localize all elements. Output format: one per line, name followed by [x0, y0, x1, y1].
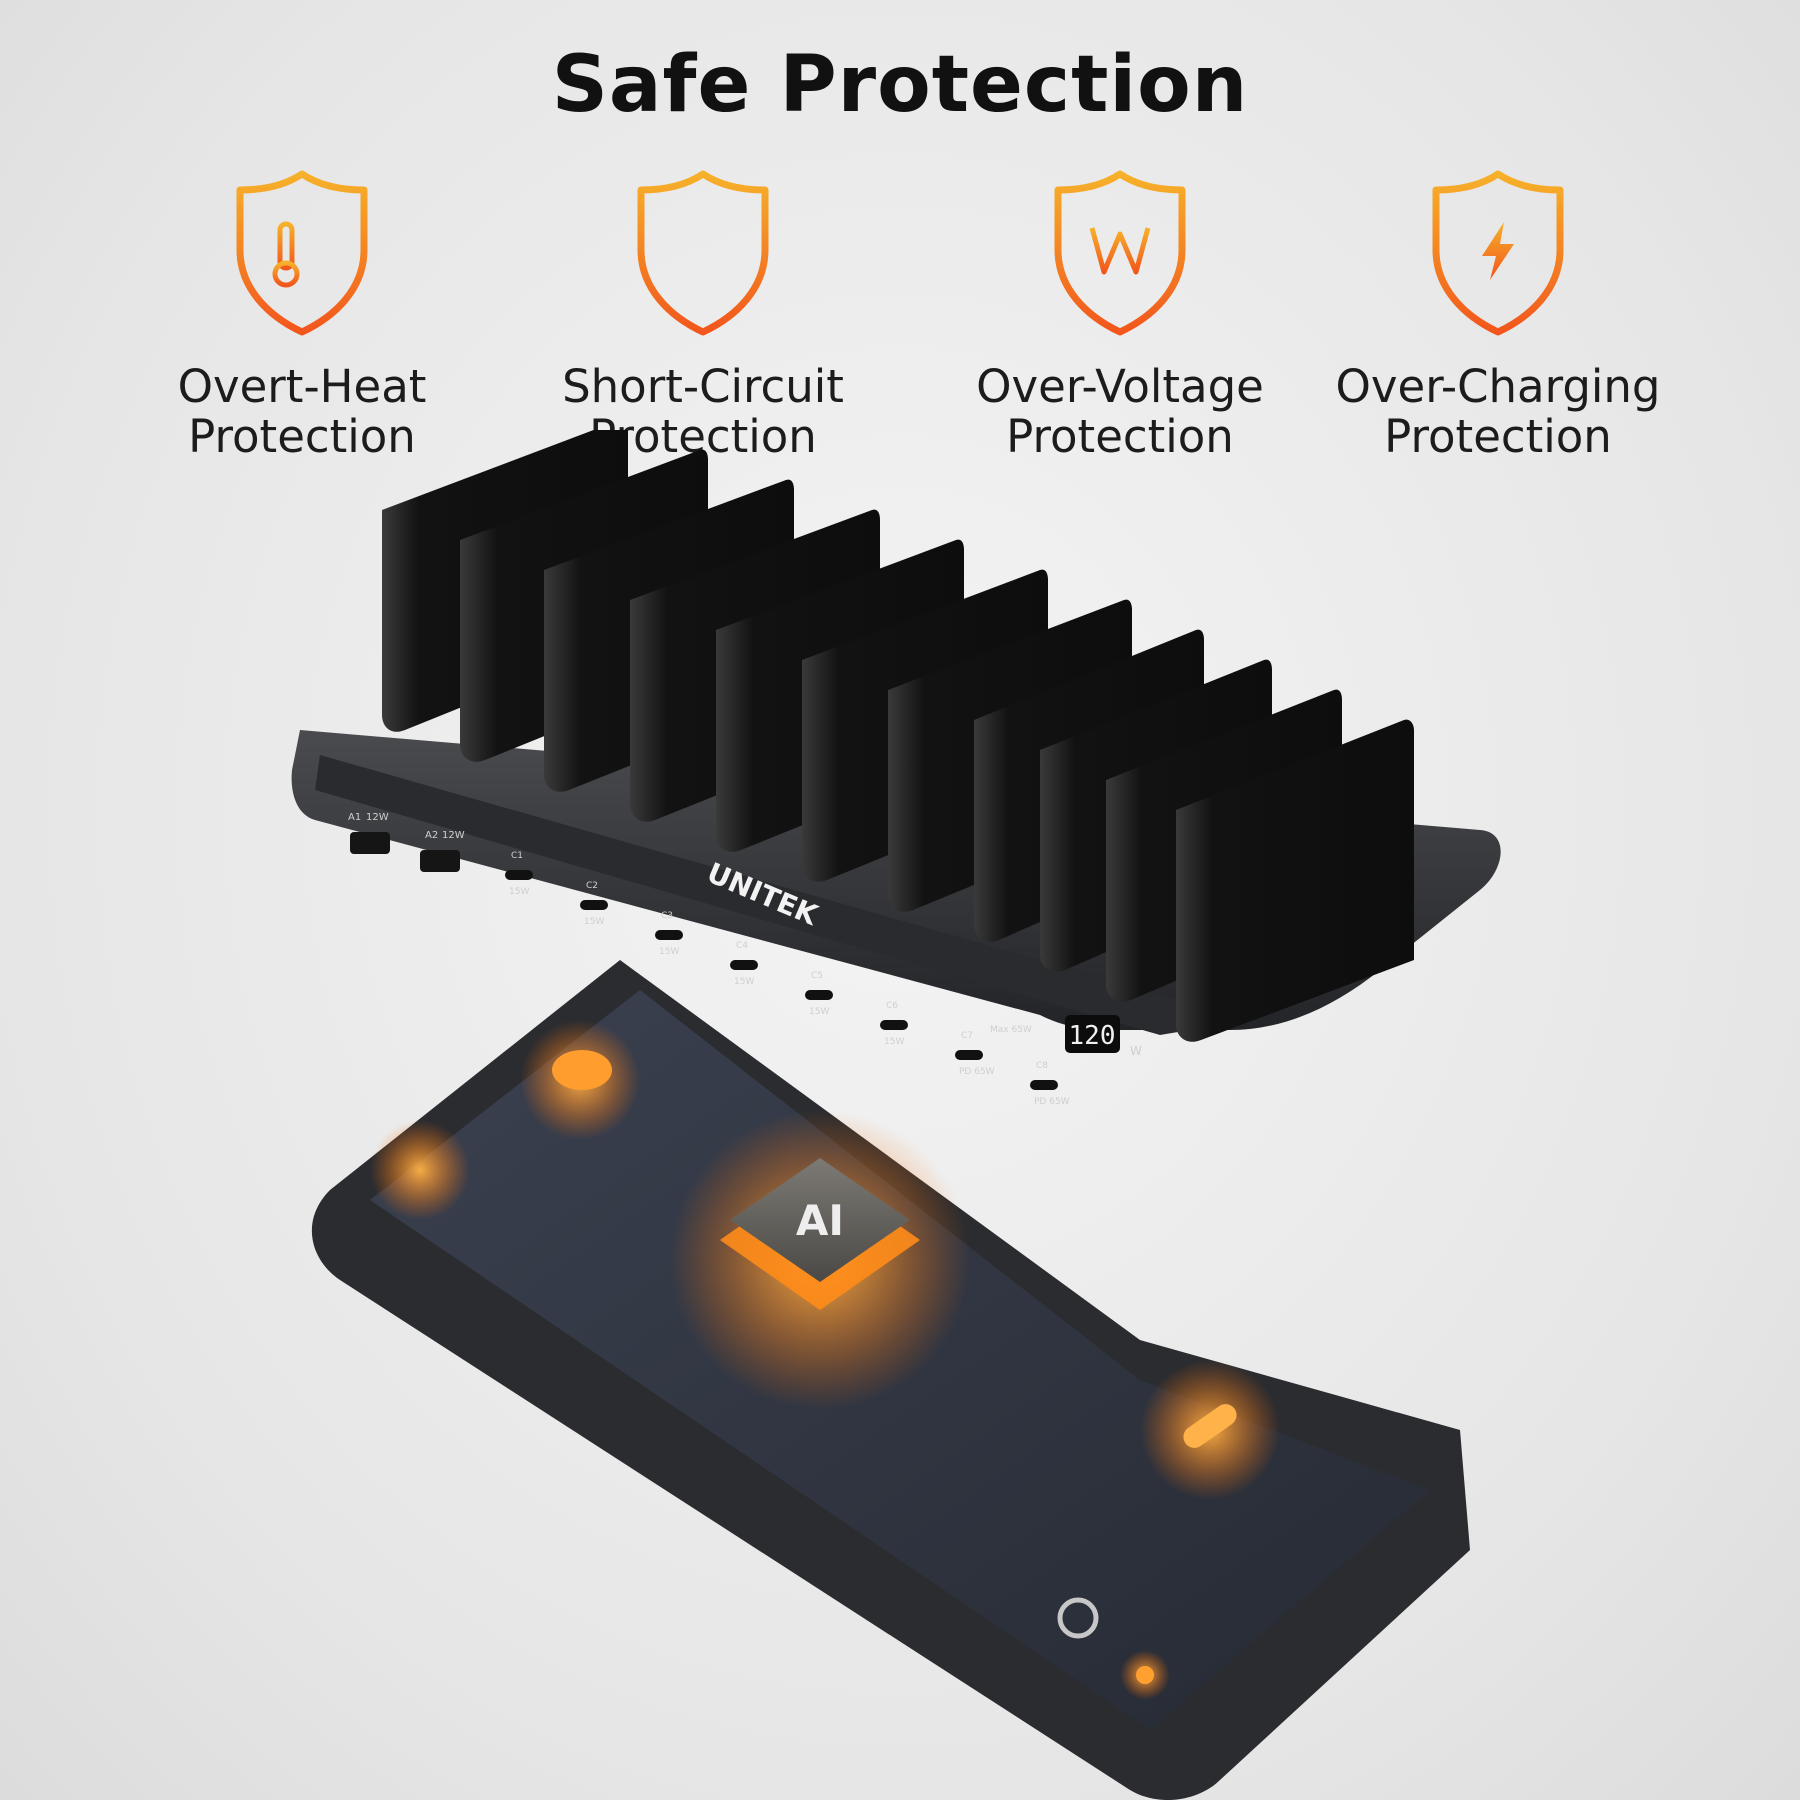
usb-c-port-c3[interactable]: C3 15W — [655, 911, 683, 957]
port-a1-power: 12W — [366, 812, 389, 823]
usb-c-port-slot[interactable] — [805, 990, 833, 1000]
usb-c-port-slot[interactable] — [955, 1050, 983, 1060]
power-display — [1065, 1015, 1120, 1053]
port-power: PD 65W — [1034, 1097, 1070, 1107]
feature-overheat: Overt-Heat Protection — [112, 168, 492, 462]
port-name: C3 — [661, 911, 673, 921]
lightning-bolt-icon — [1432, 170, 1564, 336]
port-power: 15W — [509, 887, 529, 897]
display-value: 120 — [1069, 1021, 1116, 1051]
port-a1-name: A1 — [348, 812, 361, 823]
port-name: C7 — [961, 1031, 973, 1041]
feature-over-voltage: Over-Voltage Protection — [930, 168, 1310, 462]
charging-station-illustration: AI A1 12W A2 12W UNITEK 120 — [291, 430, 1501, 1800]
usb-c-port-slot[interactable] — [655, 930, 683, 940]
port-power: 15W — [884, 1037, 904, 1047]
usb-c-port-c6[interactable]: C6 15W — [880, 1001, 908, 1047]
port-name: C6 — [886, 1001, 898, 1011]
feature-label-line2: Protection — [188, 410, 416, 463]
usb-c-port-c1[interactable]: C1 15W — [505, 851, 533, 897]
usb-c-port-c5[interactable]: C5 15W — [805, 971, 833, 1017]
usb-c-port-c8[interactable]: C8 PD 65W — [1030, 1061, 1070, 1107]
usb-a-port[interactable] — [420, 850, 460, 872]
phone-slots — [382, 430, 1414, 1042]
max-power-label: Max 65W — [990, 1025, 1032, 1035]
chip-label: AI — [796, 1196, 844, 1245]
pcb-housing: AI — [312, 960, 1470, 1800]
ai-chip: AI — [720, 1158, 920, 1310]
port-a2-name: A2 — [425, 830, 438, 841]
usb-c-port-slot[interactable] — [580, 900, 608, 910]
feature-label-line1: Over-Charging — [1335, 360, 1661, 413]
port-name: C8 — [1036, 1061, 1048, 1071]
display-unit: W — [1130, 1044, 1142, 1058]
port-name: C4 — [736, 941, 748, 951]
usb-c-port-slot[interactable] — [730, 960, 758, 970]
capacitor-icon — [637, 170, 769, 336]
feature-label-line1: Overt-Heat — [177, 360, 427, 413]
usb-c-port-slot[interactable] — [505, 870, 533, 880]
usb-a-port[interactable] — [350, 832, 390, 854]
usb-c-port-slot[interactable] — [880, 1020, 908, 1030]
feature-label-line1: Short-Circuit — [562, 360, 844, 413]
usb-c-port-c4[interactable]: C4 15W — [730, 941, 758, 987]
port-power: PD 65W — [959, 1067, 995, 1077]
port-name: C2 — [586, 881, 598, 891]
port-power: 15W — [809, 1007, 829, 1017]
port-name: C1 — [511, 851, 523, 861]
port-power: 15W — [584, 917, 604, 927]
feature-label-line2: Protection — [1384, 410, 1612, 463]
feature-over-charging: Over-Charging Protection — [1308, 168, 1688, 462]
usb-c-port-slot[interactable] — [1030, 1080, 1058, 1090]
page-title: Safe Protection — [551, 40, 1249, 130]
watt-w-icon — [1054, 170, 1186, 336]
feature-label-line1: Over-Voltage — [976, 360, 1264, 413]
feature-short-circuit: Short-Circuit Protection — [513, 168, 893, 462]
port-power: 15W — [734, 977, 754, 987]
port-power: 15W — [659, 947, 679, 957]
port-a2-power: 12W — [442, 830, 465, 841]
usb-c-port-c7[interactable]: C7 PD 65W — [955, 1031, 995, 1077]
port-name: C5 — [811, 971, 823, 981]
usb-c-port-c2[interactable]: C2 15W — [580, 881, 608, 927]
feature-label-line2: Protection — [1006, 410, 1234, 463]
thermometer-plus-icon — [236, 170, 368, 336]
